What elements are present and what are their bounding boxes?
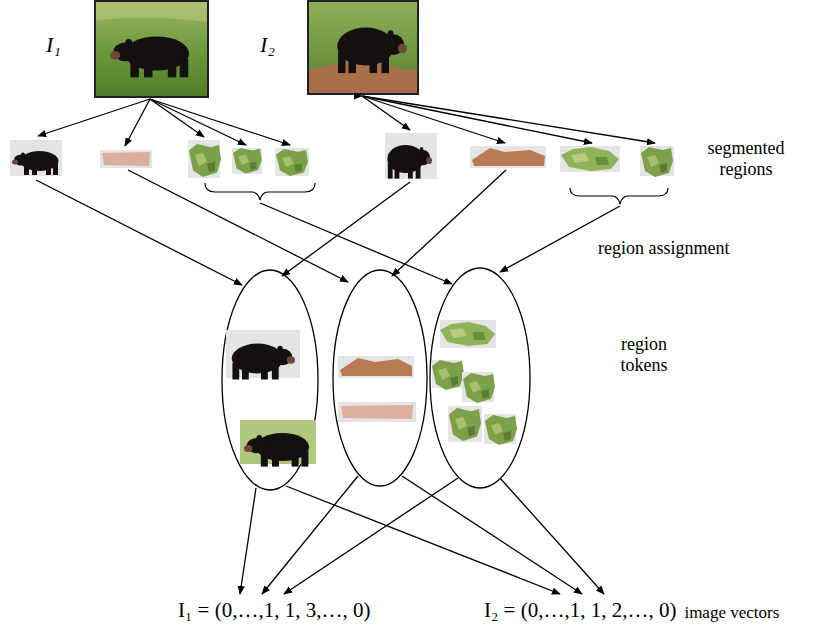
photo xyxy=(95,1,208,97)
annotation: region assignment xyxy=(598,238,729,259)
image-node: I₁ xyxy=(36,0,212,99)
annotation: image vectors xyxy=(684,603,779,623)
image-vector: I₁ = (0,…,1, 1, 3,…, 0) xyxy=(178,598,370,622)
photo xyxy=(308,1,418,94)
image-label: I₂ xyxy=(260,32,275,57)
image-node: I₂ xyxy=(250,0,420,96)
image-vector: I₂ = (0,…,1, 1, 2,…, 0) xyxy=(484,598,676,622)
annotation: segmented regions xyxy=(688,138,804,179)
image-label: I₁ xyxy=(46,32,61,57)
annotation: region tokens xyxy=(604,334,684,375)
